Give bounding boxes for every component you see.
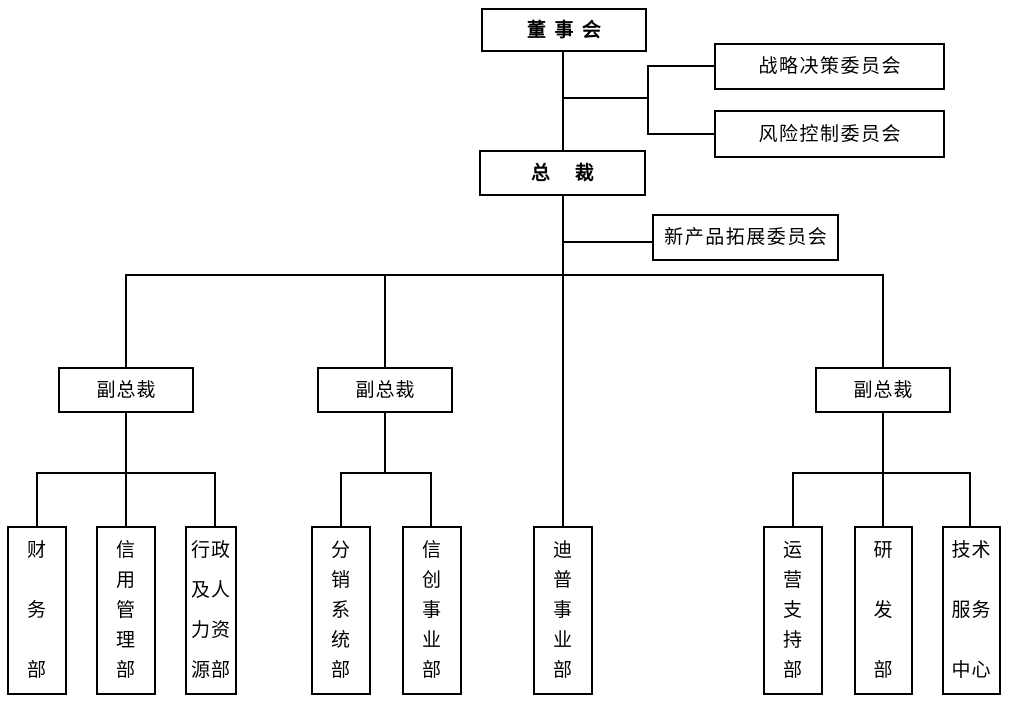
dept-box-operations-support: 运营支持部 [763, 526, 823, 695]
dept-label-row: 事 [552, 599, 573, 621]
dept-label-row: 信 [115, 539, 136, 561]
dept-label-row: 部 [115, 659, 136, 681]
dept-label-row: 管 [115, 599, 136, 621]
dept-label-row: 用 [115, 569, 136, 591]
node-label: 副总裁 [96, 378, 157, 401]
connector-drop-tech-service [969, 472, 971, 526]
connector-president-trunk [562, 196, 564, 527]
dept-label-row: 服务 [951, 599, 992, 621]
node-new-product-committee: 新产品拓展委员会 [652, 214, 839, 261]
connector-main-distribution [125, 274, 884, 276]
node-board-of-directors: 董事会 [481, 8, 647, 52]
connector-drop-credit [125, 472, 127, 526]
dept-box-distribution-systems: 分销系统部 [311, 526, 371, 695]
dept-label-row: 务 [26, 599, 47, 621]
dept-label-row: 部 [330, 659, 351, 681]
dept-label-row: 发 [873, 599, 894, 621]
dept-label-row: 统 [330, 629, 351, 651]
node-label: 风险控制委员会 [758, 122, 903, 145]
connector-right-group [792, 472, 971, 474]
node-label: 副总裁 [355, 378, 416, 401]
node-label: 副总裁 [853, 378, 914, 401]
dept-label-row: 部 [26, 659, 47, 681]
node-strategy-committee: 战略决策委员会 [714, 43, 945, 90]
dept-label-row: 部 [782, 659, 803, 681]
dept-label-row: 力资 [190, 619, 231, 641]
connector-drop-vp-right [882, 274, 884, 367]
dept-label-row: 信 [421, 539, 442, 561]
dept-box-xinchuang-business: 信创事业部 [402, 526, 462, 695]
node-vp-left: 副总裁 [58, 367, 194, 413]
connector-vp-left-down [125, 413, 127, 473]
dept-label-row: 业 [552, 629, 573, 651]
dept-label-row: 系 [330, 599, 351, 621]
dept-label-row: 创 [421, 569, 442, 591]
node-label: 战略决策委员会 [758, 55, 903, 77]
dept-label-row: 支 [782, 599, 803, 621]
connector-drop-vp-middle [384, 274, 386, 367]
connector-drop-xinchuang [430, 472, 432, 526]
connector-branch-committees [562, 97, 648, 99]
dept-label-row: 源部 [190, 659, 231, 681]
connector-to-strategy-committee [648, 65, 714, 67]
node-label: 董事会 [526, 18, 610, 41]
dept-label-row: 销 [330, 569, 351, 591]
dept-box-tech-service-center: 技术服务中心 [942, 526, 1001, 695]
dept-label-row: 持 [782, 629, 803, 651]
dept-label-row: 研 [873, 539, 894, 561]
dept-label-row: 技术 [951, 539, 992, 561]
dept-label-row: 财 [26, 539, 47, 561]
connector-vp-middle-down [384, 413, 386, 473]
node-label: 新产品拓展委员会 [664, 226, 829, 248]
connector-drop-distribution [340, 472, 342, 526]
dept-label-row: 理 [115, 629, 136, 651]
dept-box-rnd: 研发部 [854, 526, 913, 695]
connector-drop-finance [36, 472, 38, 526]
connector-board-president [562, 52, 564, 150]
connector-drop-rnd [882, 472, 884, 526]
connector-to-new-product-committee [562, 241, 652, 243]
connector-drop-ops [792, 472, 794, 526]
dept-label-row: 部 [421, 659, 442, 681]
dept-label-row: 分 [330, 539, 351, 561]
node-vp-right: 副总裁 [815, 367, 951, 413]
dept-label-row: 中心 [951, 659, 992, 681]
dept-label-row: 营 [782, 569, 803, 591]
dept-label-row: 业 [421, 629, 442, 651]
connector-middle-group [340, 472, 432, 474]
dept-box-admin-hr: 行政及人力资源部 [185, 526, 237, 695]
connector-to-risk-committee [648, 133, 714, 135]
dept-label-row: 部 [873, 659, 894, 681]
dept-label-row: 行政 [190, 539, 231, 561]
dept-label-row: 事 [421, 599, 442, 621]
node-vp-middle: 副总裁 [317, 367, 453, 413]
dept-label-row: 普 [552, 569, 573, 591]
dept-box-finance: 财务部 [7, 526, 67, 695]
node-president: 总裁 [479, 150, 646, 196]
connector-vp-right-down [882, 413, 884, 473]
dept-label-row: 部 [552, 659, 573, 681]
dept-box-credit-management: 信用管理部 [96, 526, 156, 695]
dept-box-dipu-business: 迪普事业部 [533, 526, 593, 695]
dept-label-row: 迪 [552, 539, 573, 561]
node-risk-committee: 风险控制委员会 [714, 110, 945, 158]
dept-label-row: 及人 [190, 579, 231, 601]
dept-label-row: 运 [782, 539, 803, 561]
connector-committee-bracket [647, 65, 649, 135]
node-label: 总裁 [531, 161, 619, 184]
connector-drop-admin-hr [214, 472, 216, 526]
connector-drop-vp-left [125, 274, 127, 367]
